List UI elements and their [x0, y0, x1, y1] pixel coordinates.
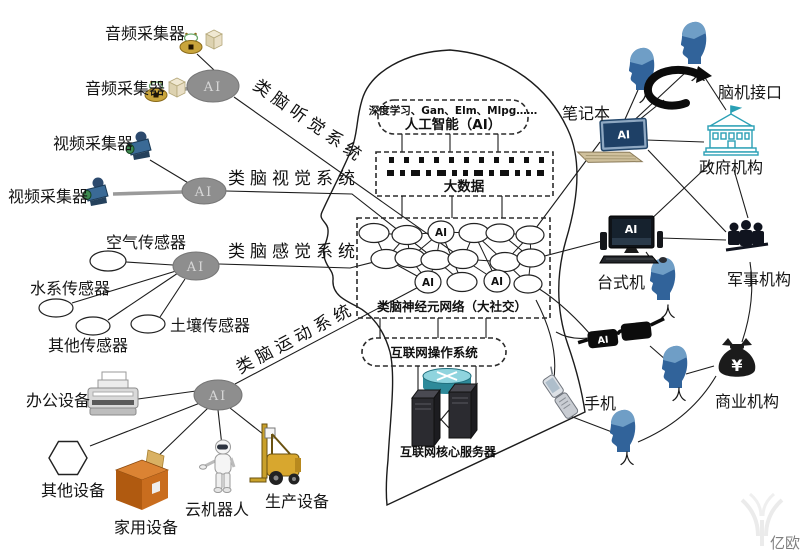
- desktop-label: 台式机: [597, 273, 645, 292]
- neuron-ai-node-1: [427, 220, 455, 244]
- core-server-label: 互联网核心服务器: [400, 444, 497, 459]
- water-sensor-label: 水系传感器: [30, 279, 110, 298]
- home-equipment-label: 家用设备: [114, 518, 178, 537]
- cloud-robot-icon: [199, 439, 236, 493]
- military-icon: [725, 220, 769, 252]
- audio-collector-label-2: 音频采集器: [85, 79, 165, 98]
- neuron-ai-node-2: [414, 270, 442, 294]
- person-icon-2: [681, 21, 707, 64]
- soil-sensor-icon: [130, 314, 166, 334]
- commercial-label: 商业机构: [715, 392, 779, 411]
- desktop-icon: AI: [599, 215, 667, 264]
- soil-sensor-label: 土壤传感器: [170, 316, 250, 335]
- box-connectors-top: [401, 134, 499, 152]
- box-connectors-bottom: [379, 318, 487, 338]
- currency-symbol: ¥: [731, 356, 742, 375]
- cube-icon-2: [168, 77, 186, 98]
- office-equipment-label: 办公设备: [26, 391, 90, 410]
- brain-interface-label: 脑机接口: [718, 83, 782, 102]
- cube-icon-1: [205, 29, 223, 50]
- neuron-network-label: 类脑神经元网络（大社交）: [377, 299, 527, 314]
- auditory-system-label: 类脑听觉系统: [249, 76, 369, 168]
- laptop-ai-label: AI: [617, 128, 630, 142]
- production-equipment-icon: [249, 423, 301, 485]
- neuron-ai-node-3: [483, 269, 511, 293]
- ai-hub-sensory-label: AI: [186, 260, 206, 275]
- ai-hub-sensory: [172, 251, 220, 281]
- box-connectors-mid: [401, 196, 503, 218]
- air-sensor-icon: [89, 250, 127, 272]
- person-label-5: 人: [619, 450, 634, 468]
- audio-collector-label-1: 音频采集器: [105, 24, 185, 43]
- glasses-ai-label: AI: [597, 335, 609, 347]
- government-icon: [703, 105, 759, 156]
- visual-system-label: 类脑视觉系统: [228, 169, 360, 189]
- big-data-box: [375, 151, 554, 197]
- phone-icon: [542, 366, 579, 419]
- other-sensor-label: 其他传感器: [48, 336, 128, 355]
- phone-label: 手机: [584, 394, 616, 413]
- neuron-ai-label-3: AI: [491, 276, 503, 288]
- printer-icon: [87, 371, 139, 416]
- laptop-icon: AI: [576, 117, 649, 163]
- ai-title-label: 人工智能（AI）: [405, 116, 501, 133]
- internet-os-label: 互联网操作系统: [390, 345, 478, 360]
- head-silhouette: [320, 49, 586, 507]
- sensory-system-label: 类脑感觉系统: [228, 242, 360, 262]
- laptop-label: 笔记本: [562, 104, 610, 123]
- video-collector-label-1: 视频采集器: [53, 134, 133, 153]
- ai-hub-visual-label: AI: [194, 185, 214, 200]
- neuron-ai-label-1: AI: [435, 227, 447, 239]
- left-connection-lines: [71, 53, 464, 463]
- ai-hub-visual: [181, 177, 227, 205]
- person-icon-5: [610, 409, 636, 452]
- video-collector-label-2: 视频采集器: [8, 187, 88, 206]
- big-data-dots: [387, 157, 544, 176]
- other-sensor-icon: [75, 316, 111, 336]
- person-icon-3: [650, 257, 676, 300]
- big-data-label: 大数据: [444, 178, 485, 195]
- air-sensor-label: 空气传感器: [106, 233, 186, 252]
- other-equipment-label: 其他设备: [41, 481, 105, 500]
- server-tower-icon-2: [448, 382, 478, 440]
- watermark-logo: 亿欧: [740, 492, 800, 552]
- military-label: 军事机构: [727, 270, 791, 289]
- neuron-ai-label-2: AI: [422, 277, 434, 289]
- neuron-network-box: [356, 217, 551, 319]
- ar-glasses-icon: AI: [577, 317, 665, 349]
- person-icon-4: [662, 345, 688, 388]
- server-tower-icon-1: [411, 388, 441, 448]
- ai-methods-label: 深度学习、Gan、Elm、Mlpg……: [369, 104, 537, 117]
- watermark-text: 亿欧: [770, 534, 800, 552]
- brain-interface-icon: [644, 65, 712, 110]
- desktop-ai-label: AI: [625, 223, 638, 236]
- commercial-icon: ¥: [718, 338, 756, 377]
- person-label-3: 人: [660, 303, 675, 321]
- production-equipment-label: 生产设备: [265, 492, 329, 511]
- ai-hub-auditory: [186, 69, 240, 103]
- ai-methods-box: [377, 99, 529, 135]
- person-label-4: 人: [671, 386, 686, 404]
- internet-os-box: [361, 337, 507, 367]
- ai-hub-auditory-label: AI: [203, 80, 223, 95]
- neuron-network-nodes: AI AI AI: [358, 220, 546, 294]
- home-equipment-icon: [114, 449, 170, 510]
- cloud-robot-label: 云机器人: [185, 500, 249, 519]
- ai-hub-motor-label: AI: [208, 389, 228, 404]
- ai-hubs: AI AI AI AI: [172, 69, 243, 411]
- government-label: 政府机构: [699, 158, 763, 177]
- other-equipment-icon: [48, 440, 88, 476]
- water-sensor-icon: [38, 298, 74, 318]
- ai-hub-motor: [193, 379, 243, 411]
- motor-system-label: 类脑运动系统: [233, 299, 359, 379]
